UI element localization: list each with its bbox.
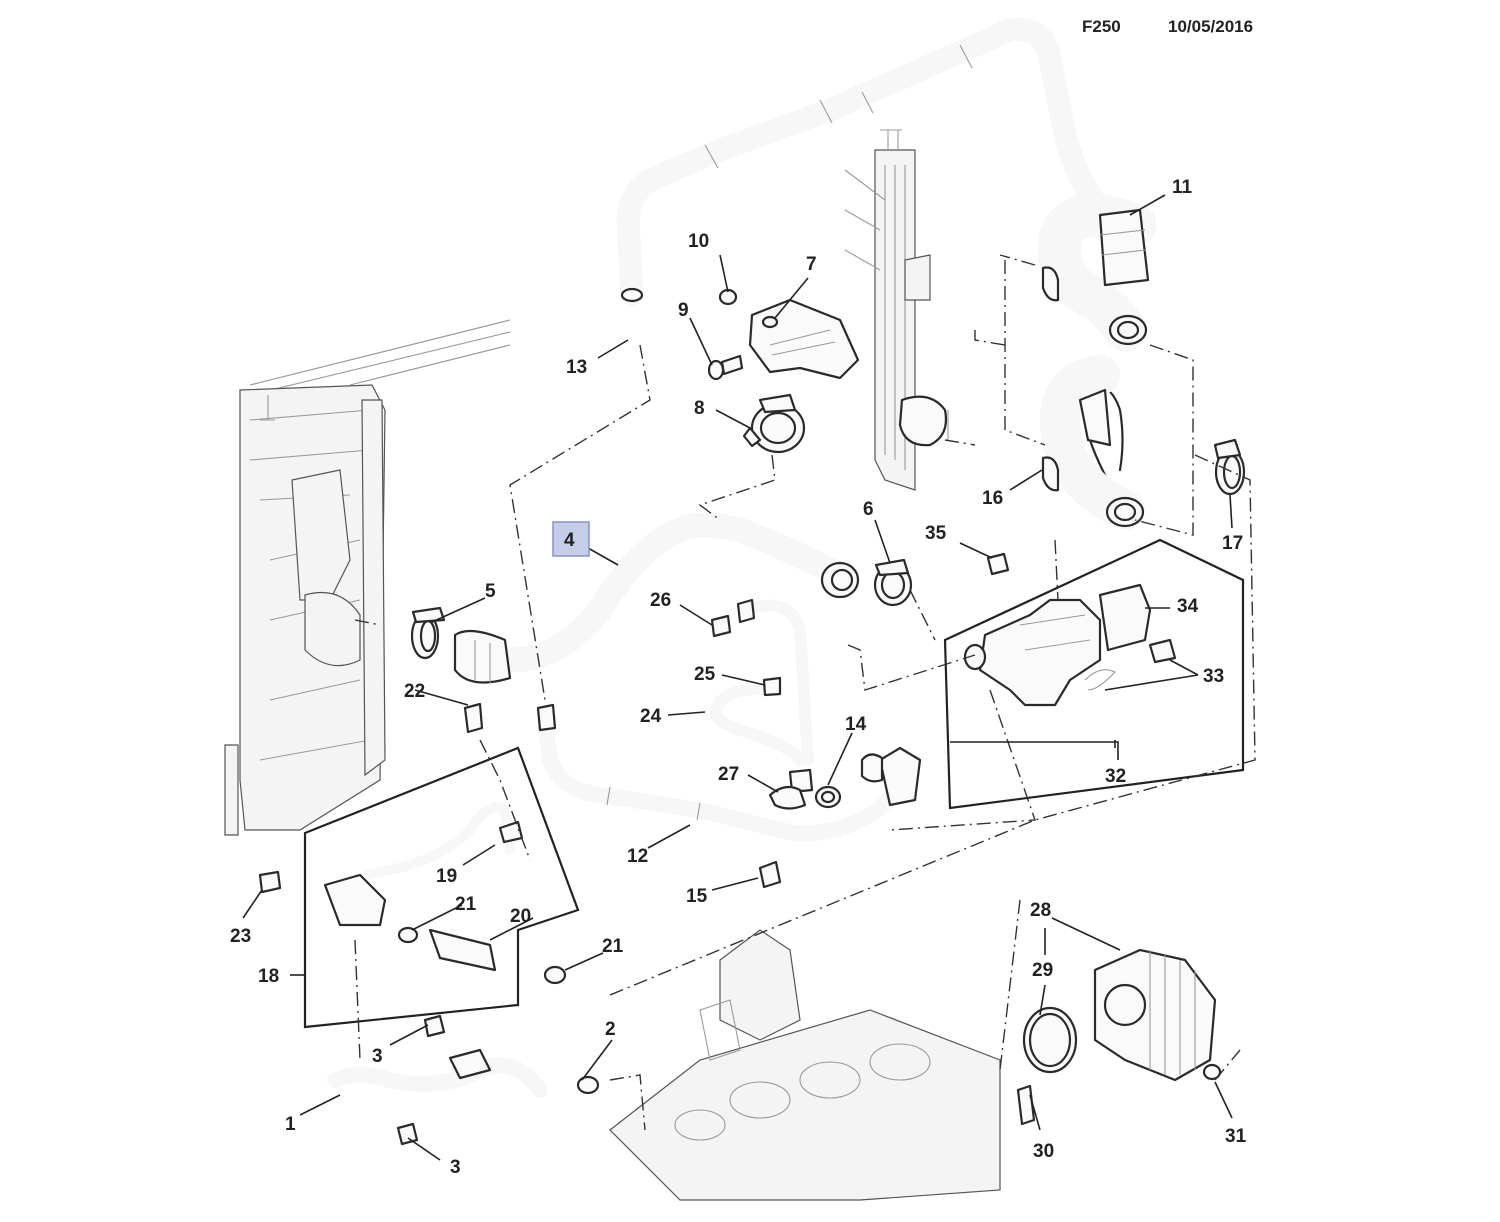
hose-16-illustration bbox=[1040, 266, 1145, 530]
callout-19[interactable]: 19 bbox=[436, 866, 457, 887]
callout-17[interactable]: 17 bbox=[1222, 533, 1243, 554]
clip-14-15-27-illustration bbox=[758, 785, 842, 889]
upper-hose-illustration bbox=[616, 17, 1112, 307]
diagram-code: F250 bbox=[1082, 17, 1121, 36]
callout-8[interactable]: 8 bbox=[694, 398, 705, 419]
callout-14[interactable]: 14 bbox=[845, 714, 867, 735]
highlight-box-4 bbox=[552, 521, 590, 557]
clamp-5-illustration bbox=[410, 606, 446, 660]
callout-24[interactable]: 24 bbox=[640, 706, 662, 727]
callout-32[interactable]: 32 bbox=[1105, 766, 1126, 787]
hose-24-illustration bbox=[709, 598, 814, 794]
callout-30[interactable]: 30 bbox=[1033, 1141, 1054, 1162]
callout-3a[interactable]: 3 bbox=[372, 1046, 383, 1067]
callout-2[interactable]: 2 bbox=[605, 1019, 616, 1040]
callout-23[interactable]: 23 bbox=[230, 926, 251, 947]
pipe-1-illustration bbox=[327, 1014, 600, 1146]
engine-block-illustration bbox=[609, 929, 1001, 1201]
callout-20[interactable]: 20 bbox=[510, 906, 531, 927]
diagram-date: 10/05/2016 bbox=[1168, 17, 1254, 36]
callout-26[interactable]: 26 bbox=[650, 590, 671, 611]
callout-33[interactable]: 33 bbox=[1203, 666, 1224, 687]
callout-labels: 11 10 7 9 13 8 16 6 35 17 4 5 26 34 25 3… bbox=[230, 177, 1247, 1178]
radiator-center-illustration bbox=[844, 129, 949, 491]
leader-lines bbox=[242, 194, 1233, 1161]
callout-29[interactable]: 29 bbox=[1032, 960, 1053, 981]
callout-6[interactable]: 6 bbox=[863, 499, 874, 520]
callout-16[interactable]: 16 bbox=[982, 488, 1003, 509]
water-pump-illustration bbox=[1016, 948, 1222, 1126]
callout-4[interactable]: 4 bbox=[564, 530, 575, 551]
callout-1[interactable]: 1 bbox=[285, 1114, 296, 1135]
callout-22[interactable]: 22 bbox=[404, 681, 425, 702]
callout-18[interactable]: 18 bbox=[258, 966, 279, 987]
callout-3b[interactable]: 3 bbox=[450, 1157, 461, 1178]
callout-11[interactable]: 11 bbox=[1172, 177, 1193, 198]
callout-10[interactable]: 10 bbox=[688, 231, 709, 252]
callout-13[interactable]: 13 bbox=[566, 357, 587, 378]
callout-15[interactable]: 15 bbox=[686, 886, 708, 907]
bracket-7-illustration bbox=[707, 288, 860, 381]
callout-31[interactable]: 31 bbox=[1225, 1126, 1247, 1147]
callout-7[interactable]: 7 bbox=[806, 254, 817, 275]
clamp-6-illustration bbox=[873, 558, 913, 607]
callout-21a[interactable]: 21 bbox=[455, 894, 477, 915]
callout-12[interactable]: 12 bbox=[627, 846, 648, 867]
callout-5[interactable]: 5 bbox=[485, 581, 496, 602]
callout-34[interactable]: 34 bbox=[1177, 596, 1199, 617]
callout-25[interactable]: 25 bbox=[694, 664, 716, 685]
callout-27[interactable]: 27 bbox=[718, 764, 739, 785]
pipe-12-illustration bbox=[536, 703, 922, 842]
hose-4-illustration bbox=[453, 512, 860, 684]
assembly-18-illustration bbox=[258, 702, 580, 1029]
connection-lines bbox=[354, 254, 1256, 1131]
thermostat-32-illustration bbox=[943, 538, 1245, 810]
callout-28[interactable]: 28 bbox=[1030, 900, 1051, 921]
callout-9[interactable]: 9 bbox=[678, 300, 689, 321]
clamp-17-illustration bbox=[1213, 438, 1246, 496]
clamp-8-illustration bbox=[742, 393, 806, 454]
hose-11-illustration bbox=[1037, 193, 1157, 352]
callout-35[interactable]: 35 bbox=[925, 523, 947, 544]
callout-21b[interactable]: 21 bbox=[602, 936, 624, 957]
radiator-left-illustration bbox=[224, 319, 511, 836]
